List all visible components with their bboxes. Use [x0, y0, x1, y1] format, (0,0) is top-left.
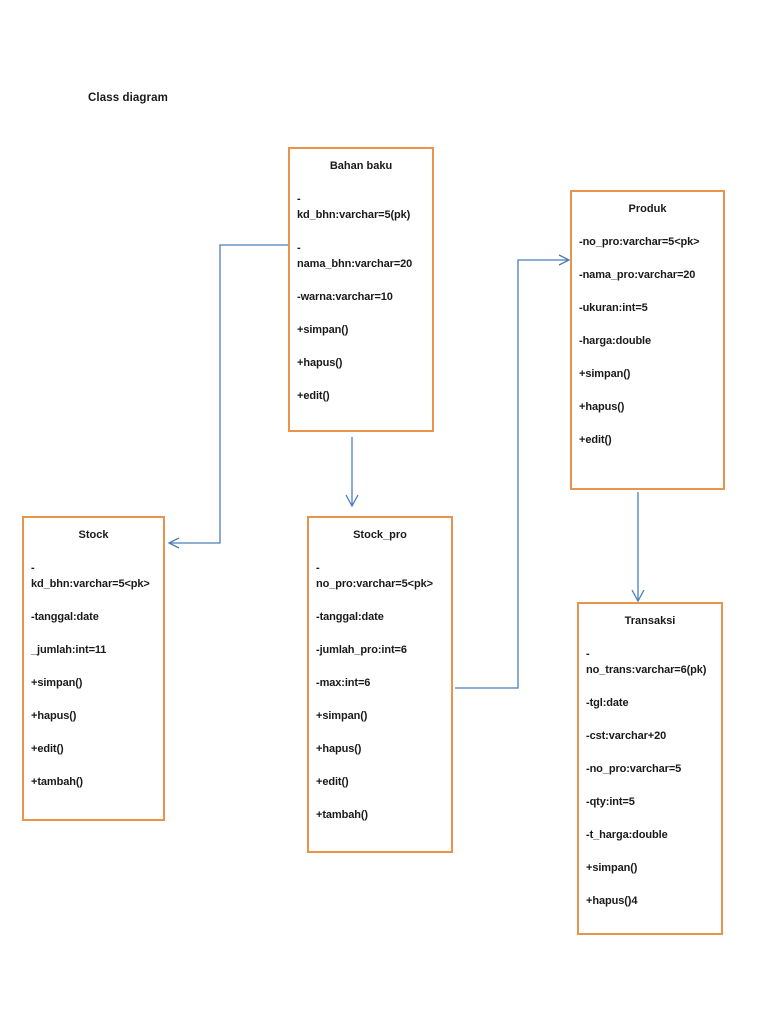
class-member: +hapus() [31, 710, 77, 722]
class-member: -warna:varchar=10 [297, 291, 393, 303]
class-member: - nama_bhn:varchar=20 [297, 242, 413, 270]
class-box-produk[interactable]: Produk -no_pro:varchar=5<pk> -nama_pro:v… [570, 190, 725, 490]
class-member: -tgl:date [586, 697, 629, 709]
page-title: Class diagram [88, 92, 168, 104]
class-title-stock: Stock [78, 529, 109, 541]
class-member: _jumlah:int=11 [31, 644, 107, 656]
class-title-produk: Produk [628, 203, 667, 215]
class-member: - kd_bhn:varchar=5<pk> [31, 562, 150, 590]
class-box-bahan-baku[interactable]: Bahan baku - kd_bhn:varchar=5(pk) - nama… [288, 147, 434, 432]
class-member: -t_harga:double [586, 829, 668, 841]
class-member: +hapus() [297, 357, 343, 369]
class-members-transaksi: - no_trans:varchar=6(pk) -tgl:date -cst:… [579, 646, 721, 915]
class-members-produk: -no_pro:varchar=5<pk> -nama_pro:varchar=… [572, 234, 723, 454]
class-member: -harga:double [579, 335, 652, 347]
connector-produk-to-transaksi [631, 492, 645, 603]
class-member: +simpan() [297, 324, 349, 336]
class-member: - no_trans:varchar=6(pk) [586, 648, 707, 676]
class-member: +simpan() [586, 862, 638, 874]
class-box-stock[interactable]: Stock - kd_bhn:varchar=5<pk> -tanggal:da… [22, 516, 165, 821]
connector-bahan-baku-to-stock [167, 244, 288, 549]
class-member: -jumlah_pro:int=6 [316, 644, 407, 656]
class-member: +edit() [316, 776, 349, 788]
class-member: -qty:int=5 [586, 796, 635, 808]
class-member: -cst:varchar+20 [586, 730, 667, 742]
class-member: - no_pro:varchar=5<pk> [316, 562, 433, 590]
class-title-transaksi: Transaksi [624, 615, 676, 627]
class-member: +hapus()4 [586, 895, 638, 907]
connector-bahan-baku-to-stock-pro [345, 437, 359, 508]
class-member: +hapus() [579, 401, 625, 413]
class-members-bahan-baku: - kd_bhn:varchar=5(pk) - nama_bhn:varcha… [290, 191, 432, 410]
class-member: -tanggal:date [316, 611, 384, 623]
class-member: +hapus() [316, 743, 362, 755]
class-member: +simpan() [31, 677, 83, 689]
class-members-stock: - kd_bhn:varchar=5<pk> -tanggal:date _ju… [24, 560, 163, 796]
class-member: -ukuran:int=5 [579, 302, 648, 314]
class-member: -no_pro:varchar=5<pk> [579, 236, 700, 248]
class-member: +edit() [31, 743, 64, 755]
class-title-stock-pro: Stock_pro [353, 529, 407, 541]
connector-stock-pro-to-produk [455, 254, 571, 689]
class-member: +simpan() [579, 368, 631, 380]
class-member: -tanggal:date [31, 611, 99, 623]
class-title-bahan-baku: Bahan baku [329, 160, 393, 172]
class-member: -max:int=6 [316, 677, 371, 689]
class-member: +edit() [297, 390, 330, 402]
class-member: -no_pro:varchar=5 [586, 763, 682, 775]
class-member: +edit() [579, 434, 612, 446]
class-box-transaksi[interactable]: Transaksi - no_trans:varchar=6(pk) -tgl:… [577, 602, 723, 935]
class-member: +tambah() [31, 776, 83, 788]
class-member: +simpan() [316, 710, 368, 722]
class-box-stock-pro[interactable]: Stock_pro - no_pro:varchar=5<pk> -tangga… [307, 516, 453, 853]
class-member: +tambah() [316, 809, 368, 821]
class-member: -nama_pro:varchar=20 [579, 269, 696, 281]
class-member: - kd_bhn:varchar=5(pk) [297, 193, 411, 221]
class-members-stock-pro: - no_pro:varchar=5<pk> -tanggal:date -ju… [309, 560, 451, 829]
